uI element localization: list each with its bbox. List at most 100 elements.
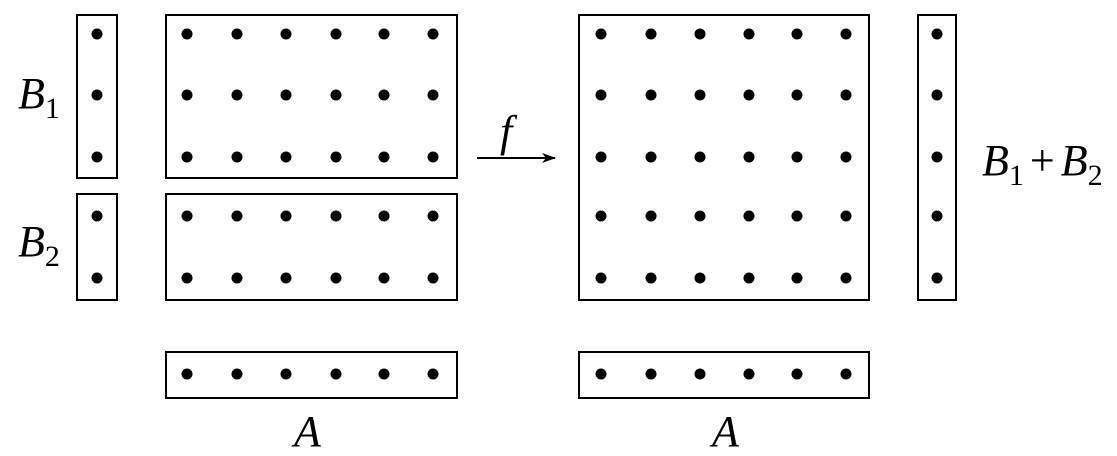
b1-dot (91, 28, 103, 40)
b2-by-a-dot (427, 272, 439, 284)
sum-by-a-dot (743, 272, 755, 284)
sum-by-a-dot (595, 89, 607, 101)
sum-by-a-dot (694, 28, 706, 40)
sum-label-b2-base: B (1060, 136, 1088, 185)
sum-by-a-dot (694, 151, 706, 163)
b1-dot (91, 89, 103, 101)
b1-by-a-dot (280, 89, 292, 101)
a-right-dot (743, 368, 755, 380)
b1-by-a-dot (330, 89, 342, 101)
sum-by-a-dot (694, 272, 706, 284)
b1-dot (91, 151, 103, 163)
sum-column-dot (931, 151, 943, 163)
sum-by-a-dot (743, 28, 755, 40)
sum-by-a-dot (840, 89, 852, 101)
a-left-dot (378, 368, 390, 380)
sum-column-dot (931, 28, 943, 40)
a-left-dot (231, 368, 243, 380)
b2-column-box (76, 193, 118, 301)
b1-by-a-dot (330, 28, 342, 40)
b2-by-a-dot (427, 210, 439, 222)
a-row-box-right (578, 351, 870, 399)
b1-by-a-dot (231, 151, 243, 163)
sum-by-a-dot (694, 210, 706, 222)
b2-label: B2 (18, 217, 60, 272)
b1-by-a-dot (231, 89, 243, 101)
b1-by-a-dot (181, 89, 193, 101)
a-right-dot (791, 368, 803, 380)
a-label-left-text: A (294, 407, 321, 456)
f-label: f (500, 110, 512, 154)
sum-by-a-dot (840, 151, 852, 163)
sum-label: B1+B2 (982, 136, 1103, 191)
b2-by-a-dot (378, 210, 390, 222)
sum-column-dot (931, 272, 943, 284)
b1-by-a-dot (181, 151, 193, 163)
a-right-dot (595, 368, 607, 380)
b1-label: B1 (18, 69, 60, 124)
a-right-dot (840, 368, 852, 380)
sum-label-b1-sub: 1 (1008, 159, 1024, 192)
a-label-left: A (294, 410, 321, 454)
sum-by-a-dot (743, 151, 755, 163)
b1-by-a-dot (378, 151, 390, 163)
f-label-text: f (500, 107, 513, 156)
a-right-dot (694, 368, 706, 380)
b1-by-a-dot (280, 28, 292, 40)
sum-by-a-dot (595, 28, 607, 40)
sum-by-a-dot (645, 151, 657, 163)
b1-by-a-dot (231, 28, 243, 40)
sum-by-a-dot (840, 210, 852, 222)
sum-by-a-dot (791, 210, 803, 222)
a-left-dot (330, 368, 342, 380)
b1-by-a-dot (427, 28, 439, 40)
sum-by-a-dot (791, 89, 803, 101)
sum-label-b2-sub: 2 (1087, 159, 1103, 192)
a-left-dot (427, 368, 439, 380)
b2-by-a-dot (378, 272, 390, 284)
sum-by-a-dot (840, 272, 852, 284)
b2-by-a-grid-box (165, 193, 458, 301)
sum-by-a-dot (645, 89, 657, 101)
dots-layer (91, 28, 943, 380)
b1-by-a-dot (181, 28, 193, 40)
a-right-dot (645, 368, 657, 380)
b2-by-a-dot (231, 272, 243, 284)
b2-by-a-dot (280, 272, 292, 284)
b1-by-a-dot (280, 151, 292, 163)
sum-label-plus: + (1029, 136, 1055, 185)
b2-by-a-dot (330, 272, 342, 284)
sum-by-a-dot (743, 89, 755, 101)
b2-by-a-dot (181, 210, 193, 222)
sum-by-a-dot (595, 151, 607, 163)
sum-by-a-dot (791, 272, 803, 284)
sum-by-a-dot (743, 210, 755, 222)
a-label-right-text: A (712, 407, 739, 456)
a-label-right: A (712, 410, 739, 454)
b1-label-sub: 1 (44, 92, 60, 125)
b1-label-base: B (18, 69, 45, 118)
sum-by-a-dot (595, 210, 607, 222)
sum-by-a-dot (791, 151, 803, 163)
b1-by-a-dot (378, 28, 390, 40)
b1-column-box (76, 14, 118, 179)
sum-by-a-dot (694, 89, 706, 101)
sum-by-a-dot (645, 28, 657, 40)
b2-label-base: B (18, 217, 45, 266)
a-left-dot (280, 368, 292, 380)
sum-by-a-dot (645, 272, 657, 284)
sum-column-dot (931, 89, 943, 101)
sum-by-a-grid-box (578, 14, 870, 301)
sum-label-b1-base: B (982, 136, 1009, 185)
b1-by-a-grid-box (165, 14, 458, 179)
b1-by-a-dot (330, 151, 342, 163)
sum-column-box (917, 14, 957, 301)
a-left-dot (181, 368, 193, 380)
b2-label-sub: 2 (44, 240, 60, 273)
b2-dot (91, 210, 103, 222)
b1-by-a-dot (427, 151, 439, 163)
sum-column-dot (931, 210, 943, 222)
sum-by-a-dot (595, 272, 607, 284)
